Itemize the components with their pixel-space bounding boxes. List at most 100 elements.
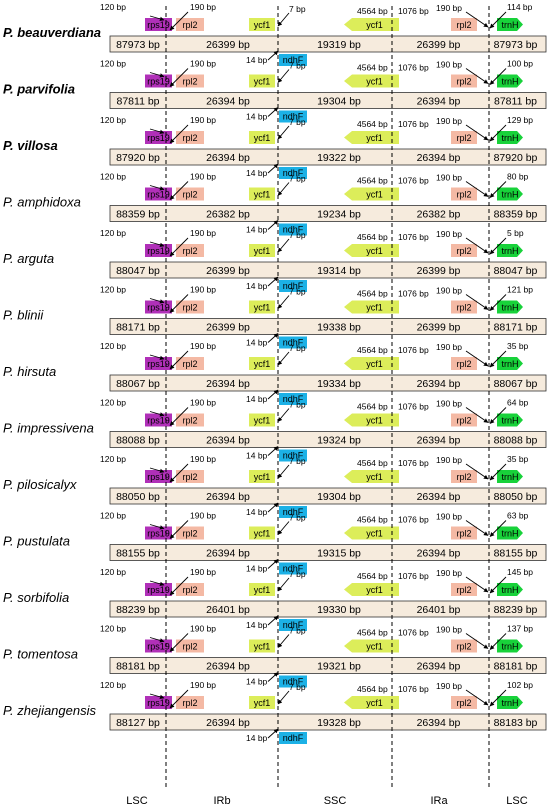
gene-label: ycf1 — [366, 585, 383, 595]
gene-label: ndhF — [283, 225, 304, 235]
gene-label: rpl2 — [456, 246, 471, 256]
ycf1-bp-annotation: 4564 bp — [357, 571, 388, 581]
gene-label: ycf1 — [254, 20, 271, 30]
lsc-length: 88239 bp — [116, 604, 160, 616]
species-name: P. blinii — [3, 308, 44, 323]
lsc-length-right: 87920 bp — [494, 152, 538, 164]
ycf1-bp-annotation: 4564 bp — [357, 176, 388, 186]
species-name: P. hirsuta — [3, 364, 56, 379]
rpl2-bp-annotation: 190 bp — [190, 454, 216, 464]
gene-label: rps19 — [147, 359, 170, 369]
trnH-bp-annotation: 64 bp — [507, 398, 529, 408]
ycf1-gene-ssc: ycf1 — [344, 244, 399, 257]
lsc-length: 88181 bp — [116, 661, 160, 673]
rpl2-gene-right: rpl2 — [451, 131, 477, 144]
rps19-gene: rps19 — [145, 357, 172, 370]
rps19-bp-annotation: 120 bp — [100, 59, 126, 69]
ycf1-ira-bp-annotation: 1076 bp — [398, 345, 429, 355]
rps19-bp-annotation: 120 bp — [100, 285, 126, 295]
gene-label: ycf1 — [366, 246, 383, 256]
ndhF-gene: ndhF — [279, 280, 307, 292]
annotation-arrow — [465, 124, 489, 141]
annotation-arrow — [277, 464, 290, 479]
irb-length: 26394 bp — [206, 491, 250, 503]
rpl2-gene-left: rpl2 — [176, 300, 204, 314]
gene-label: ycf1 — [366, 77, 383, 87]
gene-label: rpl2 — [456, 77, 471, 87]
gene-label: ndhF — [283, 394, 304, 404]
trnH-gene: trnH — [497, 244, 523, 257]
annotation-arrow — [267, 163, 279, 174]
region-label: LSC — [126, 795, 147, 807]
ycf1-bp-annotation: 4564 bp — [357, 684, 388, 694]
genome-bar — [109, 92, 547, 109]
annotation-arrow — [465, 294, 489, 310]
rps19-gene: rps19 — [145, 413, 172, 427]
ssc-length: 19328 bp — [317, 717, 361, 729]
ycf1-gene-ssc: ycf1 — [344, 696, 399, 709]
trnH-gene: trnH — [497, 187, 523, 201]
annotation-arrow — [465, 181, 489, 197]
rpl2-right-bp-annotation: 190 bp — [436, 512, 462, 522]
rps19-bp-annotation: 120 bp — [100, 567, 126, 577]
trnH-bp-annotation: 35 bp — [507, 341, 529, 351]
rpl2-gene-right: rpl2 — [451, 526, 477, 540]
ira-length: 26382 bp — [417, 209, 461, 221]
lsc-length-right: 87811 bp — [494, 96, 537, 108]
lsc-length: 88050 bp — [116, 491, 160, 503]
ycf1-gene-left: ycf1 — [249, 583, 275, 596]
ndhF-gene: ndhF — [279, 506, 307, 518]
gene-label: ycf1 — [366, 529, 383, 539]
ycf1-gene-ssc: ycf1 — [344, 131, 399, 144]
rpl2-gene-right: rpl2 — [451, 244, 477, 257]
rps19-bp-annotation: 120 bp — [100, 511, 126, 521]
gene-label: trnH — [501, 20, 518, 30]
ssc-length: 19338 bp — [317, 322, 361, 334]
trnH-bp-annotation: 137 bp — [507, 624, 533, 634]
gene-label: rps19 — [147, 585, 170, 595]
annotation-arrow — [267, 50, 279, 61]
lsc-length-right: 88088 bp — [494, 435, 538, 447]
ssc-length: 19234 bp — [317, 209, 361, 221]
gene-label: trnH — [501, 359, 518, 369]
gene-label: rpl2 — [182, 303, 197, 313]
rpl2-bp-annotation: 190 bp — [190, 115, 216, 125]
annotation-arrow — [489, 633, 507, 650]
rpl2-gene-right: rpl2 — [451, 696, 477, 709]
ssc-length: 19330 bp — [317, 604, 361, 616]
trnH-bp-annotation: 145 bp — [507, 567, 533, 577]
gene-label: ycf1 — [254, 133, 271, 143]
lsc-length: 88127 bp — [116, 717, 160, 729]
ndhF-gene: ndhF — [279, 449, 307, 462]
ira-length: 26394 bp — [417, 96, 461, 108]
annotation-arrow — [277, 295, 290, 309]
annotation-arrow — [169, 181, 189, 200]
ndhF-bp-annotation: 14 bp — [246, 733, 268, 743]
species-name: P. amphidoxa — [3, 195, 81, 210]
gene-label: rps19 — [147, 529, 170, 539]
ndhF-gene: ndhF — [279, 54, 307, 66]
ndhF-bp-annotation: 14 bp — [246, 112, 268, 122]
ira-length: 26394 bp — [417, 152, 461, 164]
ira-length: 26394 bp — [417, 491, 461, 503]
gene-label: ndhF — [283, 620, 304, 630]
ssc-length: 19334 bp — [317, 378, 361, 390]
trnH-gene: trnH — [497, 413, 523, 427]
genome-bar — [109, 318, 547, 335]
ssc-length: 19322 bp — [317, 152, 361, 164]
trnH-gene: trnH — [497, 300, 523, 314]
ndhF-gene: ndhF — [279, 393, 307, 405]
lsc-length: 88047 bp — [116, 265, 160, 277]
ycf1-gene-left: ycf1 — [249, 696, 275, 709]
genome-bar — [109, 374, 547, 392]
gene-label: ycf1 — [366, 698, 383, 708]
annotation-arrow — [465, 237, 489, 254]
irb-length: 26382 bp — [206, 209, 250, 221]
annotation-arrow — [169, 350, 189, 370]
rps19-bp-annotation: 120 bp — [100, 2, 126, 12]
gene-label: rpl2 — [456, 472, 471, 482]
lsc-length-right: 87973 bp — [494, 39, 538, 51]
